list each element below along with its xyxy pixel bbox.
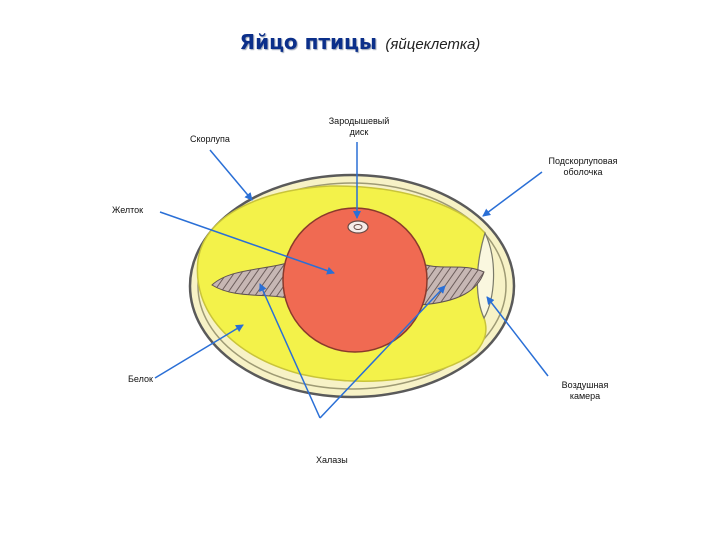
germinal-disc <box>347 220 369 234</box>
arrow-albumen <box>154 324 244 379</box>
arrow-shell <box>209 149 253 201</box>
label-germinal-disc-line1: Зародышевый <box>328 116 390 126</box>
germinal-disc-center <box>353 224 363 230</box>
arrow-air-cell <box>486 296 549 377</box>
label-shell: Скорлупа <box>190 134 230 144</box>
label-yolk: Желток <box>112 205 144 215</box>
label-air-cell-line1: Воздушная <box>561 380 609 390</box>
label-air-cell-line2: камера <box>569 391 601 401</box>
arrow-chalaza-right <box>319 285 446 419</box>
arrow-shell-membrane <box>482 171 543 217</box>
diagram-title: Яйцо птицы (яйцеклетка) <box>0 30 720 54</box>
label-shell-membrane: Подскорлуповая оболочка <box>540 156 626 178</box>
chalaza-right <box>415 261 485 306</box>
arrow-chalaza-left <box>259 283 321 419</box>
label-germinal-disc: Зародышевый диск <box>324 116 394 138</box>
arrow-yolk <box>159 211 335 275</box>
label-air-cell: Воздушная камера <box>550 380 620 402</box>
label-germinal-disc-line2: диск <box>349 127 369 137</box>
yolk <box>282 207 428 353</box>
label-shell-membrane-line1: Подскорлуповая <box>548 156 618 166</box>
title-main: Яйцо птицы <box>239 30 377 54</box>
label-shell-membrane-line2: оболочка <box>563 167 603 177</box>
title-subtitle: (яйцеклетка) <box>385 36 481 53</box>
label-chalazae: Халазы <box>316 455 348 465</box>
label-albumen: Белок <box>128 374 153 384</box>
